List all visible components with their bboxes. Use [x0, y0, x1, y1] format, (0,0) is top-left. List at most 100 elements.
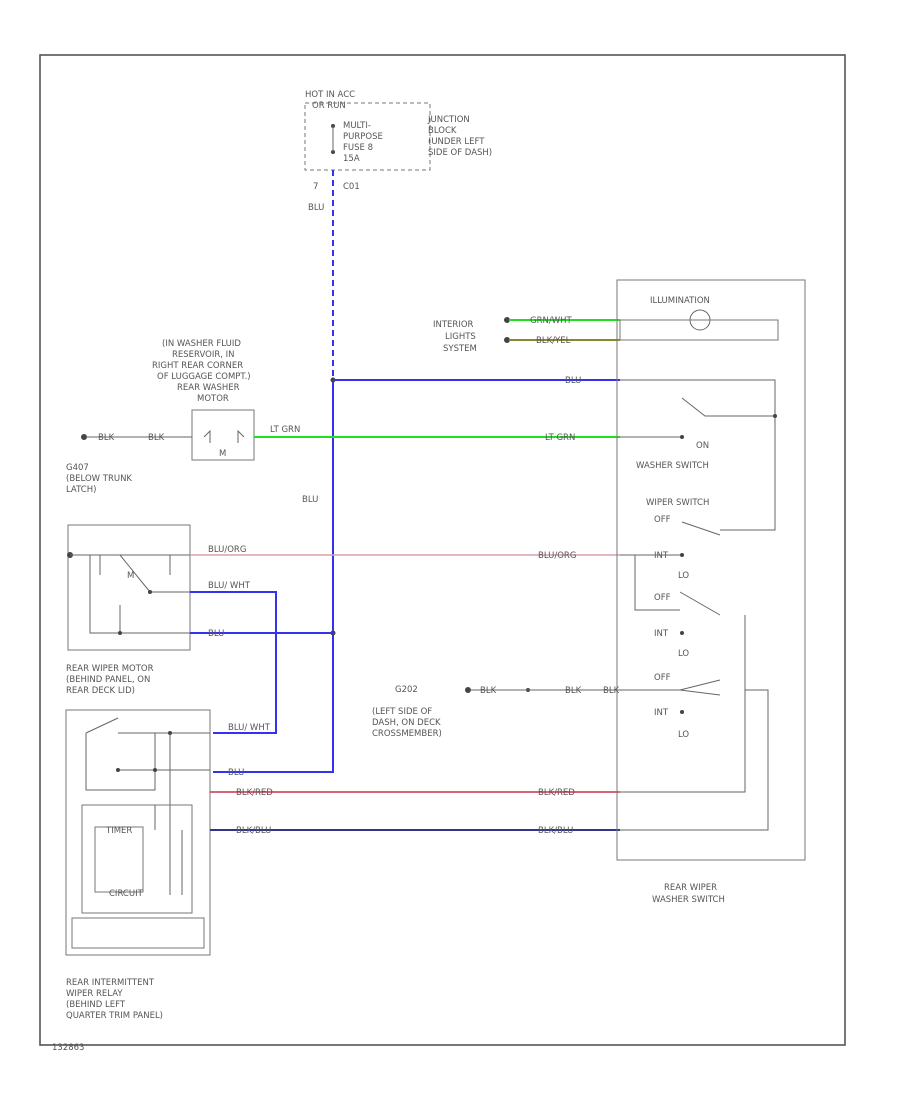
relay-node3	[116, 768, 120, 772]
int-label-2: INT	[654, 629, 669, 639]
washer-name-line1: REAR WASHER	[177, 383, 240, 393]
intermittent-relay: TIMER CIRCUIT REAR INTERMITTENT WIPER RE…	[65, 709, 211, 1021]
switch-blk-label: BLK	[603, 686, 620, 696]
lo-label-1: LO	[678, 571, 689, 581]
wiper-motor-node1	[118, 631, 122, 635]
fuse-block: HOT IN ACC OR RUN MULTI- PURPOSE FUSE 8 …	[304, 90, 492, 213]
switch-name-line1: REAR WIPER	[664, 883, 717, 893]
relay-switch-contacts	[85, 717, 210, 830]
blu-feed-solid	[213, 380, 334, 773]
g202-name-line1: G202	[395, 685, 418, 695]
wiper-int-contact-2	[680, 631, 684, 635]
switch-bluorg-label: BLU/ORG	[538, 551, 576, 561]
lo-label-3: LO	[678, 730, 689, 740]
junction-location-line4: SIDE OF DASH)	[428, 148, 492, 158]
switch-ltgrn-label: LT GRN	[545, 433, 575, 443]
washer-motor-box	[191, 409, 255, 461]
washer-switch-label: WASHER SWITCH	[636, 461, 709, 471]
wiper-motor-name-line3: REAR DECK LID)	[66, 686, 135, 696]
relay-timer-inner	[94, 826, 144, 893]
washer-switch-contact	[680, 435, 684, 439]
junction-location-line2: BLOCK	[428, 126, 457, 136]
fuse-pin-number: 7	[313, 182, 318, 192]
wiper-motor-box	[67, 524, 191, 651]
switch-blkred-label: BLK/RED	[538, 788, 575, 798]
g202-name-line2: (LEFT SIDE OF	[372, 707, 432, 717]
wiper-motor: M REAR WIPER MOTOR (BEHIND PANEL, ON REA…	[66, 524, 191, 696]
relay-name-line3: (BEHIND LEFT	[66, 1000, 126, 1010]
washer-motor: (IN WASHER FLUID RESERVOIR, IN RIGHT REA…	[66, 339, 255, 495]
interior-terminal1	[504, 317, 510, 323]
relay-name-line4: QUARTER TRIM PANEL)	[66, 1011, 163, 1021]
relay-box	[65, 709, 211, 956]
g202-wire-label2: BLK	[565, 686, 582, 696]
g202-name-line3: DASH, ON DECK	[372, 718, 441, 728]
illumination-circuit	[619, 319, 779, 341]
wiper-int-contact-3	[680, 710, 684, 714]
washer-ground-line1: G407	[66, 463, 89, 473]
relay-wire4-label: BLK/BLU	[236, 826, 271, 836]
off-label-3: OFF	[654, 673, 671, 683]
g202-name-line4: CROSSMEMBER)	[372, 729, 442, 739]
interior-lights: INTERIOR LIGHTS SYSTEM GRN/WHT BLK/YEL	[433, 316, 620, 354]
junction-location-line1: JUNCTION	[427, 115, 470, 125]
washer-ground-line3: LATCH)	[66, 485, 96, 495]
off-label-2: OFF	[654, 593, 671, 603]
washer-switch-circuit	[620, 379, 776, 531]
relay-wire2-label: BLU	[228, 768, 244, 778]
washer-name-line2: MOTOR	[197, 394, 229, 404]
vertical-blu-label: BLU	[302, 495, 318, 505]
int-label-3: INT	[654, 708, 669, 718]
fuse-header-line2: OR RUN	[312, 101, 346, 111]
washer-location-line1: (IN WASHER FLUID	[162, 339, 241, 349]
interior-terminal2	[504, 337, 510, 343]
washer-location-line2: RESERVOIR, IN	[172, 350, 235, 360]
switch-name-line2: WASHER SWITCH	[652, 895, 725, 905]
fuse-label-line1: MULTI-	[343, 121, 371, 131]
g202-wire-label: BLK	[480, 686, 497, 696]
grn-wht-label: GRN/WHT	[530, 316, 573, 326]
interior-line3: SYSTEM	[443, 344, 477, 354]
wiper-switch-circuit-bottom	[620, 679, 769, 831]
switch-outline	[616, 279, 806, 861]
relay-node1	[168, 731, 172, 735]
lo-label-2: LO	[678, 649, 689, 659]
illumination-label: ILLUMINATION	[650, 296, 710, 306]
relay-inner-label1: TIMER	[105, 826, 132, 836]
junction-block-outline	[304, 102, 431, 171]
relay-name-line2: WIPER RELAY	[66, 989, 123, 999]
blu-wht-wire	[190, 591, 277, 734]
relay-base-box	[71, 917, 205, 949]
fuse-connector-id: C01	[343, 182, 360, 192]
wiper-motor-name-line2: (BEHIND PANEL, ON	[66, 675, 150, 685]
junction-location-line3: (UNDER LEFT	[428, 137, 485, 147]
wiper-motor-internal	[70, 554, 190, 634]
washer-on-label: ON	[696, 441, 709, 451]
interior-line2: LIGHTS	[445, 332, 476, 342]
wiper-motor-wire3-label: BLU	[208, 629, 224, 639]
relay-coil	[169, 830, 183, 895]
diagram-footer-code: 132863	[52, 1043, 84, 1053]
wiper-int-contact-1	[680, 553, 684, 557]
washer-motor-coil	[203, 429, 245, 443]
washer-motor-symbol: M	[219, 449, 226, 459]
rear-wiper-washer-switch: ILLUMINATION ON WASHER SWITCH WIPER SWIT…	[616, 279, 806, 905]
relay-inner-label2: CIRCUIT	[109, 889, 144, 899]
wiper-switch-circuit-top	[620, 521, 746, 793]
washer-location-line4: OF LUGGAGE COMPT.)	[157, 372, 251, 382]
blk-yel-label: BLK/YEL	[536, 336, 571, 346]
washer-ground-line2: (BELOW TRUNK	[66, 474, 132, 484]
fuse-label-line3: FUSE 8	[343, 143, 373, 153]
relay-node2	[153, 768, 157, 772]
washer-ground-wire-label: BLK	[98, 433, 115, 443]
g202-terminal	[465, 687, 471, 693]
relay-timer-box	[81, 804, 193, 914]
fuse-label-line2: PURPOSE	[343, 132, 383, 142]
relay-name-line1: REAR INTERMITTENT	[66, 978, 155, 988]
washer-ground-wire-label2: BLK	[148, 433, 165, 443]
int-label-1: INT	[654, 551, 669, 561]
fuse-label-line4: 15A	[343, 154, 360, 164]
interior-line1: INTERIOR	[433, 320, 474, 330]
wiper-motor-name-line1: REAR WIPER MOTOR	[66, 664, 154, 674]
